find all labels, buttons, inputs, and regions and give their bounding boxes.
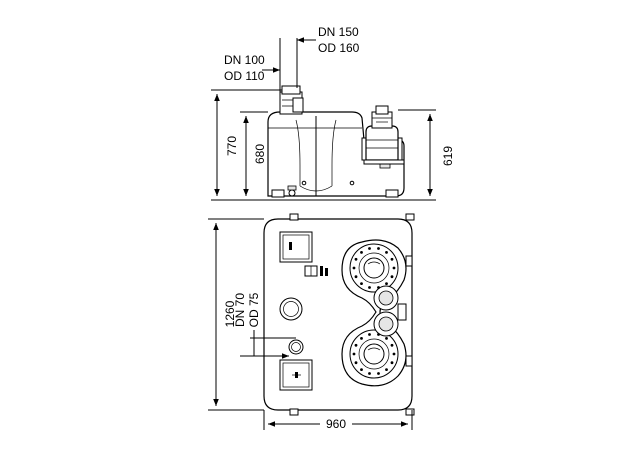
side-fitting-upper xyxy=(405,255,413,267)
marker-bar-2 xyxy=(325,268,328,276)
bolt-0-11 xyxy=(377,247,380,250)
bolt-1-2 xyxy=(385,368,388,371)
bolt-1-12 xyxy=(385,337,388,340)
od75-label: OD 75 xyxy=(247,292,261,327)
pump-motor-side xyxy=(361,105,405,169)
bolt-1-5 xyxy=(360,368,363,371)
bolt-1-0 xyxy=(392,352,396,356)
inspection-cover-top-inner xyxy=(282,234,310,260)
vent-pipe xyxy=(292,97,304,113)
lug-top xyxy=(289,213,299,221)
bolt-1-6 xyxy=(354,361,358,365)
tank-foot-left xyxy=(271,189,285,198)
bolt-1-7 xyxy=(352,352,356,356)
pump-lower-impeller xyxy=(363,343,385,365)
flange-bolts xyxy=(352,247,396,375)
tank-foot-right xyxy=(385,189,399,198)
od110-label: OD 110 xyxy=(224,69,265,83)
top-view: DN 70 OD 75 1260 960 xyxy=(208,213,415,431)
pump-upper-detail xyxy=(367,261,381,265)
drain-plug xyxy=(288,189,296,197)
bolt-0-9 xyxy=(360,251,363,254)
discharge-upper-core xyxy=(378,290,394,306)
dim-960-label: 960 xyxy=(326,417,346,431)
vent-opening-top-inner xyxy=(283,301,299,317)
bolt-1-4 xyxy=(368,372,371,375)
dim-770-label: 770 xyxy=(225,136,239,156)
side-mark-2 xyxy=(349,180,355,186)
bolt-0-4 xyxy=(368,286,371,289)
bolt-0-5 xyxy=(360,282,363,285)
pump-upper-impeller xyxy=(363,257,385,279)
lug-bottom-right xyxy=(405,408,415,416)
marker-bar-1 xyxy=(320,266,323,276)
lug-top-right xyxy=(405,213,415,221)
bolt-1-1 xyxy=(390,361,394,365)
od160-label: OD 160 xyxy=(318,41,360,55)
bolt-1-10 xyxy=(368,333,371,336)
bolt-0-13 xyxy=(390,257,394,261)
bolt-0-1 xyxy=(390,275,394,279)
bolt-0-3 xyxy=(377,286,380,289)
inspection-cover-top xyxy=(279,231,313,263)
bolt-1-8 xyxy=(354,343,358,347)
discharge-outlet xyxy=(397,303,407,321)
tank-contour-left xyxy=(295,119,301,186)
side-mark-1 xyxy=(301,180,307,186)
bolt-1-13 xyxy=(390,343,394,347)
bolt-1-3 xyxy=(377,372,380,375)
dn150-label: DN 150 xyxy=(318,25,359,39)
bolt-1-9 xyxy=(360,337,363,340)
inlet-dn70-opening xyxy=(288,339,304,355)
bolt-0-2 xyxy=(385,282,388,285)
side-view: DN 100 OD 110 DN 150 OD 160 770 680 619 xyxy=(211,25,455,201)
bolt-0-7 xyxy=(352,266,356,270)
dim-619-label: 619 xyxy=(441,146,455,166)
tank-contour-right xyxy=(331,119,337,186)
side-fitting-lower xyxy=(405,355,413,367)
inspection-cover-bottom-inner xyxy=(282,362,310,388)
dim-680-label: 680 xyxy=(253,144,267,164)
bolt-1-11 xyxy=(377,333,380,336)
dim-1260-label: 1260 xyxy=(223,300,237,327)
inspection-cover-bottom xyxy=(279,359,313,391)
pump-lower-ring xyxy=(358,338,390,370)
dn70-label: DN 70 xyxy=(233,293,247,327)
pump-upper-ring xyxy=(358,252,390,284)
lug-bottom xyxy=(289,408,299,416)
discharge-lower-core xyxy=(378,316,394,332)
dn100-label: DN 100 xyxy=(224,53,265,67)
bolt-0-6 xyxy=(354,275,358,279)
bolt-0-10 xyxy=(368,247,371,250)
bolt-0-8 xyxy=(354,257,358,261)
cover-top-mark xyxy=(289,242,292,250)
pump-lower-detail xyxy=(367,347,381,351)
inlet-dn70-inner xyxy=(291,342,301,352)
drain-fitting xyxy=(287,185,297,191)
bolt-0-12 xyxy=(385,251,388,254)
bolt-0-0 xyxy=(392,266,396,270)
